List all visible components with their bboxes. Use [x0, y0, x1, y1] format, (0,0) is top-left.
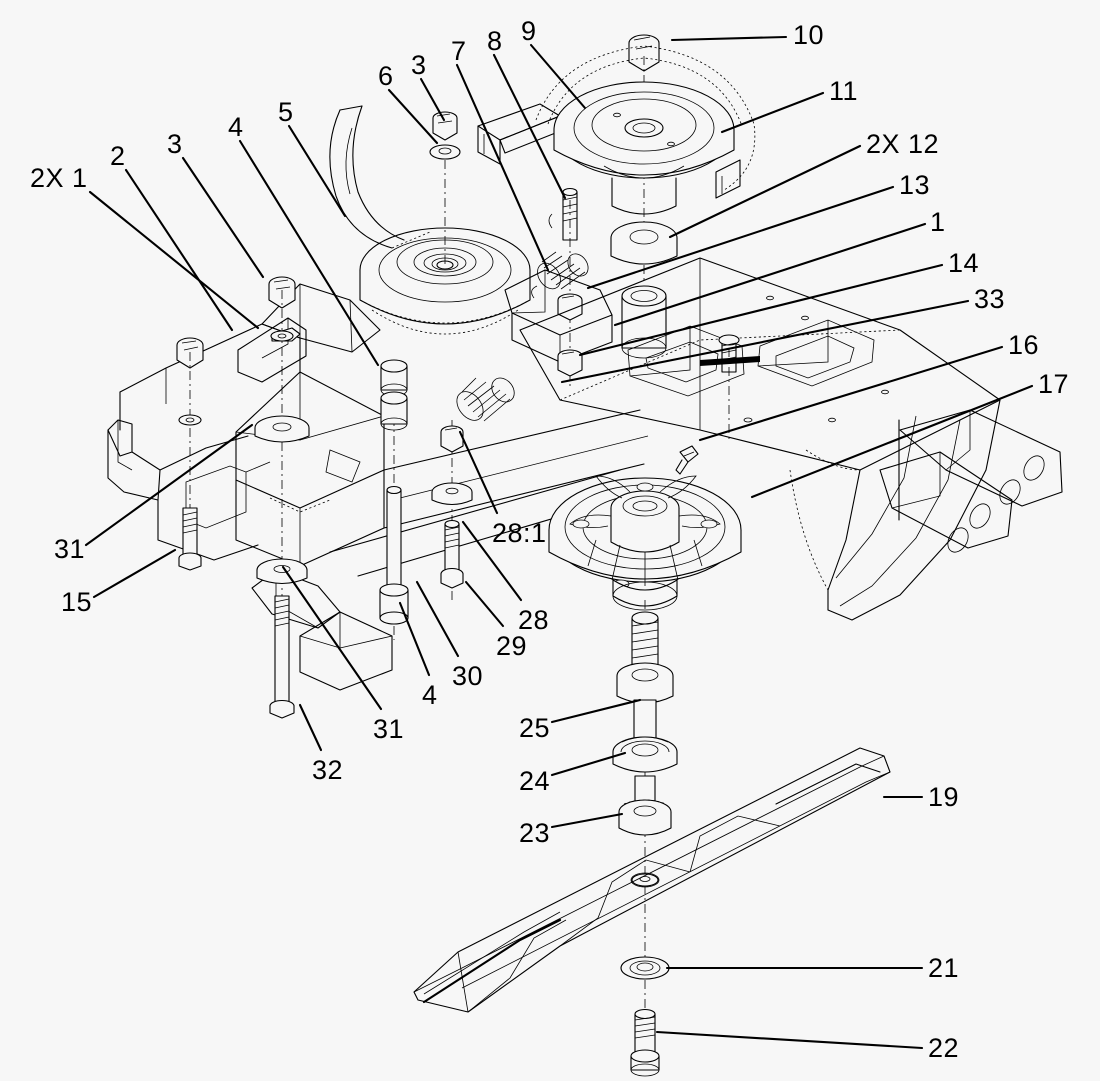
- leader-line-7: [455, 63, 550, 272]
- callout-label-10[interactable]: 10: [793, 20, 825, 50]
- callout-label-4[interactable]: 4: [422, 680, 438, 710]
- callout-label-16[interactable]: 16: [1008, 330, 1040, 360]
- leader-line-2x-1: [88, 190, 260, 330]
- leader-line-24: [550, 751, 627, 777]
- callout-label-21[interactable]: 21: [928, 953, 960, 983]
- callout-label-2x-1[interactable]: 2X 1: [30, 163, 88, 193]
- leader-line-1: [613, 222, 927, 327]
- center-left-fastener-column: [379, 359, 409, 640]
- center-fastener-column: [431, 420, 473, 600]
- callout-label-3[interactable]: 3: [411, 50, 427, 80]
- callout-label-2x-12[interactable]: 2X 12: [866, 129, 940, 159]
- idler-top-hardware: [429, 111, 461, 268]
- callout-label-24[interactable]: 24: [519, 766, 551, 796]
- callout-label-28[interactable]: 28: [518, 605, 550, 635]
- leader-line-11: [720, 91, 825, 134]
- leader-line-16: [698, 345, 1004, 442]
- leader-line-30: [415, 580, 460, 658]
- leader-line-13: [586, 185, 895, 290]
- callout-label-31[interactable]: 31: [373, 714, 405, 744]
- leader-line-2: [124, 168, 234, 332]
- callout-label-19[interactable]: 19: [928, 782, 960, 812]
- left-bolt-column-outer: [176, 337, 204, 571]
- callout-label-1[interactable]: 1: [930, 207, 946, 237]
- leader-line-3: [419, 77, 446, 122]
- leader-line-25: [550, 698, 642, 724]
- leader-line-6: [387, 88, 439, 145]
- shoulder-bolt-column: [548, 187, 583, 390]
- leader-line-4: [398, 601, 431, 677]
- leader-line-5: [287, 124, 347, 218]
- callout-label-3[interactable]: 3: [167, 129, 183, 159]
- callout-label-17[interactable]: 17: [1038, 369, 1070, 399]
- callout-label-29[interactable]: 29: [496, 631, 528, 661]
- callout-label-22[interactable]: 22: [928, 1033, 960, 1063]
- leader-line-17: [750, 384, 1034, 499]
- callout-label-6[interactable]: 6: [378, 61, 394, 91]
- leader-line-14: [578, 263, 944, 357]
- leader-line-3: [181, 156, 265, 279]
- callout-label-9[interactable]: 9: [521, 16, 537, 46]
- leader-line-15: [92, 548, 177, 599]
- mower-blade: [413, 747, 891, 1013]
- callout-label-25[interactable]: 25: [519, 713, 551, 743]
- springs: [456, 251, 589, 422]
- leader-line-28: [461, 520, 523, 602]
- leader-line-4: [238, 139, 380, 367]
- callout-label-2[interactable]: 2: [110, 141, 126, 171]
- leader-line-23: [550, 812, 624, 829]
- callout-label-28-1[interactable]: 28:1: [492, 518, 547, 548]
- callout-label-15[interactable]: 15: [61, 587, 93, 617]
- mower-deck-housing: [519, 257, 1063, 621]
- leader-line-28-1: [458, 430, 499, 515]
- leader-line-29: [464, 580, 505, 628]
- callout-label-33[interactable]: 33: [974, 284, 1006, 314]
- callout-label-5[interactable]: 5: [278, 97, 294, 127]
- leader-lines: [84, 35, 1034, 1050]
- leader-line-10: [670, 35, 788, 42]
- callout-label-23[interactable]: 23: [519, 818, 551, 848]
- callout-label-11[interactable]: 11: [829, 76, 859, 106]
- leader-line-33: [560, 299, 970, 384]
- leader-line-8: [492, 53, 567, 200]
- spring-upper: [531, 251, 589, 299]
- upper-left-pulley: [329, 103, 613, 363]
- leader-line-22: [655, 1030, 924, 1050]
- leader-line-31: [281, 565, 383, 711]
- leader-line-32: [298, 703, 323, 752]
- callout-label-7[interactable]: 7: [451, 36, 467, 66]
- left-bolt-column-inner: [254, 276, 310, 719]
- callout-label-4[interactable]: 4: [228, 112, 244, 142]
- spring-lower: [456, 377, 515, 422]
- callout-label-30[interactable]: 30: [452, 661, 484, 691]
- callout-label-31[interactable]: 31: [54, 534, 86, 564]
- spindle-shaft-column: [612, 600, 678, 1077]
- spindle-housing: [548, 445, 742, 611]
- callout-label-8[interactable]: 8: [487, 26, 503, 56]
- callout-label-14[interactable]: 14: [948, 248, 980, 278]
- callout-label-13[interactable]: 13: [899, 170, 931, 200]
- callout-label-32[interactable]: 32: [312, 755, 344, 785]
- leader-line-2x-12: [668, 144, 862, 239]
- upper-right-pulley-assembly: [535, 34, 756, 359]
- leader-line-31: [84, 423, 254, 547]
- leader-line-9: [529, 43, 587, 110]
